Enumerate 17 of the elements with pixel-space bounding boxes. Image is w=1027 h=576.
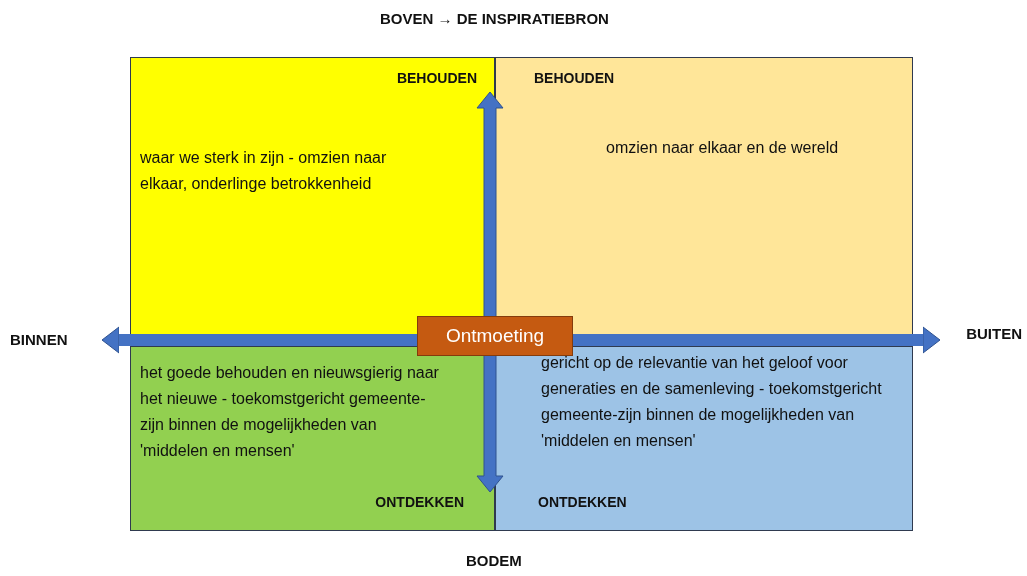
block-arrow	[573, 326, 941, 354]
center-box: Ontmoeting	[417, 316, 573, 356]
quadrant	[495, 346, 913, 531]
quadrant-heading: ONTDEKKEN	[375, 494, 464, 510]
quadrant-text: gericht op de relevantie van het geloof voor generaties en de samenleving - toekomstgericht gemeente-zijn binnen de mogelijkheden van 'middelen en mensen'	[541, 353, 883, 451]
quadrant-heading: BEHOUDEN	[534, 70, 615, 86]
quadrant	[130, 346, 495, 531]
title: BOVEN → DE INSPIRATIEBRON	[380, 10, 609, 27]
quadrant-text: omzien naar elkaar en de wereld	[606, 138, 840, 158]
axis-label: BINNEN	[10, 331, 104, 349]
quadrant-text: het goede behouden en nieuwsgierig naar het nieuwe - toekomstgericht gemeente-zijn binnen de mogelijkheden van 'middelen en mensen'	[140, 363, 440, 461]
quadrant-heading: BEHOUDEN	[396, 70, 477, 86]
quadrant-text: waar we sterk in zijn - omzien naar elkaar, onderlinge betrokkenheid	[140, 148, 388, 194]
axis-label: BODEM	[466, 552, 522, 569]
axis-label: BUITEN	[938, 325, 1022, 343]
block-arrow	[101, 326, 417, 354]
quadrant-heading: ONTDEKKEN	[538, 494, 627, 510]
